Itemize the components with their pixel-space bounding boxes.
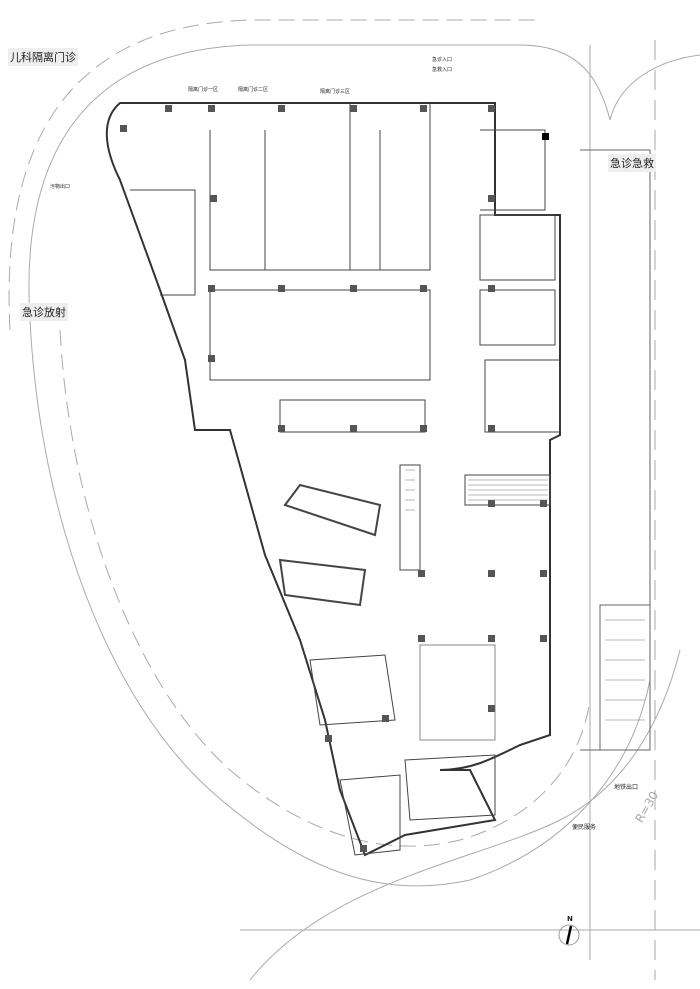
label-rescue-entrance: 急救入口	[432, 67, 453, 73]
label-isolation-zone-3: 隔离门诊三区	[320, 89, 351, 95]
label-emergency-entrance: 急诊入口	[432, 57, 453, 63]
north-compass	[558, 924, 580, 946]
label-isolation-zone-2: 隔离门诊二区	[238, 87, 269, 93]
label-waste-exit: 污物出口	[50, 184, 71, 190]
road-lines	[8, 19, 700, 981]
label-metro-exit: 地铁出口	[614, 784, 639, 791]
interior-walls	[130, 103, 651, 856]
stairs	[405, 469, 645, 721]
label-emergency-rescue: 急诊急救	[608, 154, 656, 172]
label-emergency-radiology: 急诊放射	[20, 303, 68, 321]
label-isolation-zone-1: 隔离门诊一区	[188, 87, 219, 93]
columns	[120, 105, 549, 852]
building-outline	[105, 102, 561, 857]
label-pediatric-isolation: 儿科隔离门诊	[8, 48, 78, 66]
north-label: N	[567, 915, 573, 923]
label-convenience-service: 便民服务	[572, 824, 597, 831]
